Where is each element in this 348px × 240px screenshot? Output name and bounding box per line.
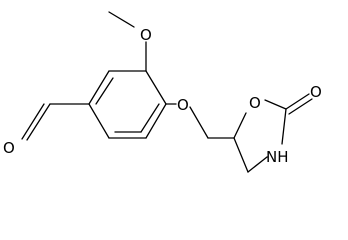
carbonyl-oxygen-label: O [310,83,322,101]
ether-oxygen-label: O [177,96,189,114]
benzene-ring [88,70,167,139]
ring-oxygen-label: O [249,94,261,112]
ring-nitrogen-label: NH [266,148,289,166]
aldehyde-oxygen-label: O [3,139,15,157]
ether-ch2-bond [189,106,209,139]
methoxy-oxygen-label: O [140,26,152,44]
aldehyde-co-bond-1 [26,103,51,141]
carbonyl-bond-2 [288,98,313,115]
methoxy-methyl-bond [108,11,135,28]
carbonyl-bond-1 [285,93,310,110]
chemical-structure: O O O O NH O [3,11,322,173]
aldehyde-co-bond-2 [21,103,45,140]
oxazolidinone-ring [233,99,287,173]
